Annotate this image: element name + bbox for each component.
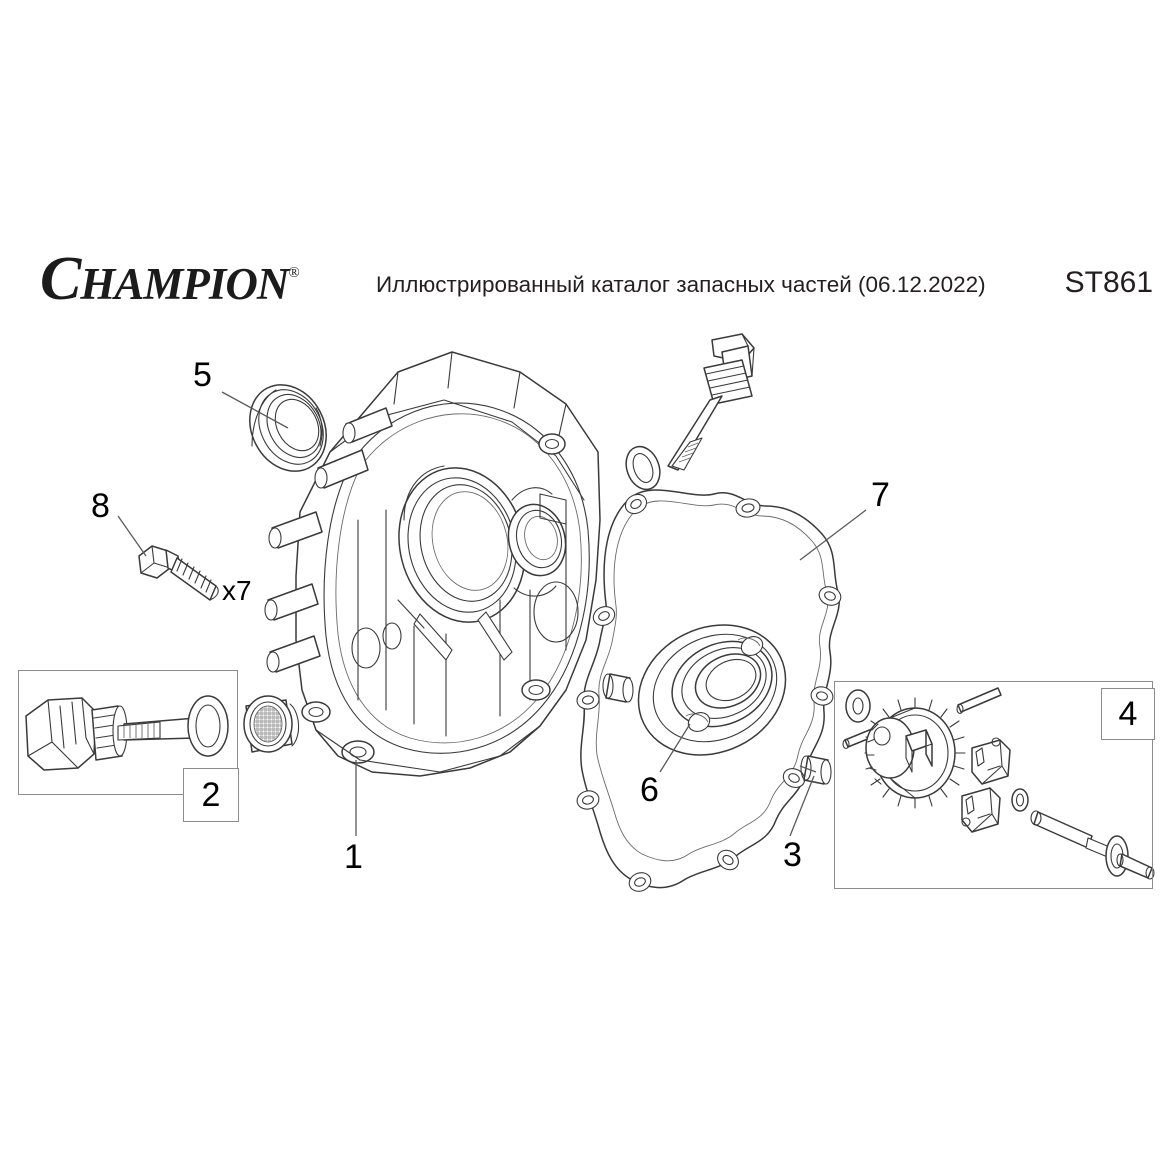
- part-oil-dipstick-upper: [625, 333, 755, 491]
- logo-lead-letter: C: [40, 245, 81, 313]
- inset-box-4: [834, 681, 1153, 889]
- leader-3: [799, 765, 817, 773]
- bolt-quantity-label: x7: [222, 575, 252, 606]
- inset-box-2: [18, 670, 238, 795]
- callout-6[interactable]: 6: [640, 771, 659, 809]
- logo-wordmark: HAMPION: [80, 259, 289, 309]
- part-dowel-pin-left: [602, 673, 634, 703]
- governor-flyweight-upper: [971, 737, 1011, 785]
- part-dowel-pin-right: [800, 755, 832, 785]
- catalog-title: Иллюстрированный каталог запасных частей…: [376, 272, 986, 297]
- leader-8: [117, 515, 147, 557]
- part-ball-bearing: [671, 636, 773, 732]
- catalog-header: CHAMPION® Иллюстрированный каталог запас…: [0, 0, 1173, 330]
- callout-1[interactable]: 1: [344, 838, 363, 876]
- part-crankcase-cover: [243, 351, 601, 777]
- champion-logo: CHAMPION®: [40, 245, 300, 313]
- leader-7: [799, 509, 867, 561]
- inset-tag-2[interactable]: 2: [183, 768, 239, 822]
- governor-flyweight-lower: [961, 787, 1001, 833]
- leader-5: [221, 391, 289, 429]
- oil-strainer-port: [243, 695, 300, 753]
- inset-governor-assembly: [842, 687, 1155, 880]
- inset-tag-4[interactable]: 4: [1101, 688, 1155, 740]
- leader-3b: [789, 775, 815, 837]
- part-flange-bolt: [138, 545, 219, 601]
- model-code: ST861: [1064, 266, 1153, 299]
- callout-7[interactable]: 7: [871, 476, 890, 514]
- callout-3[interactable]: 3: [783, 836, 802, 874]
- leader-6: [659, 723, 691, 773]
- callout-leader-lines: [117, 391, 867, 837]
- governor-shaft: [1030, 810, 1155, 880]
- callout-5[interactable]: 5: [193, 356, 212, 394]
- inset-dipstick-assembly: [25, 695, 229, 771]
- registered-trademark-icon: ®: [288, 265, 299, 281]
- callout-8[interactable]: 8: [91, 487, 110, 525]
